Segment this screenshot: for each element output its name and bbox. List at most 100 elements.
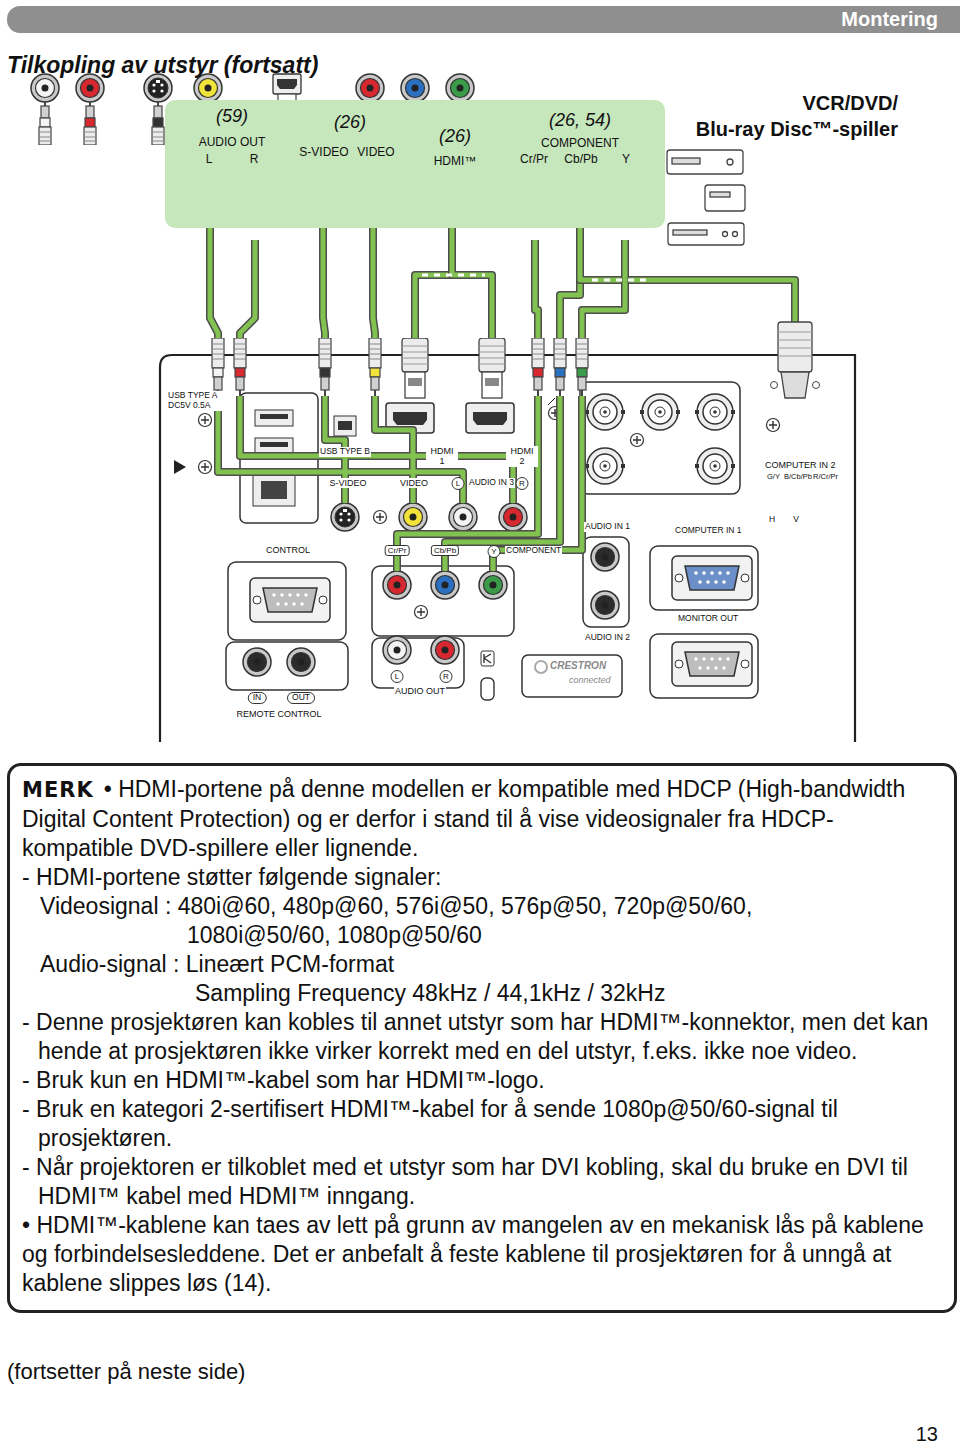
note-text: Audio-signal : Lineært PCM-format xyxy=(40,950,940,979)
cable-outline xyxy=(323,228,325,355)
page-number: 13 xyxy=(916,1423,938,1446)
cable xyxy=(323,228,325,355)
panel-label: AUDIO IN 2 xyxy=(584,633,631,643)
panel-label: Cb/Pb xyxy=(431,545,459,556)
inner-wires-part xyxy=(218,240,625,571)
port-label: VIDEO xyxy=(357,146,394,160)
ports-part xyxy=(481,651,494,666)
cable-outline xyxy=(452,228,492,355)
panel-label: connected xyxy=(569,675,611,685)
inner-wires-part-part xyxy=(240,240,255,345)
inner-wires-part-part xyxy=(582,240,625,345)
note-text: Videosignal : 480i@60, 480p@60, 576i@50,… xyxy=(40,892,840,950)
port-label: Y xyxy=(622,153,630,167)
split-dashes-part xyxy=(422,274,485,277)
ports-part xyxy=(585,394,625,430)
cable xyxy=(452,228,492,355)
ports-part xyxy=(415,606,428,619)
ports-part xyxy=(695,394,735,430)
av-devices-part xyxy=(723,232,728,237)
projector-panel xyxy=(160,355,855,742)
ports-part xyxy=(499,503,527,531)
projector-plugs-part xyxy=(554,338,566,396)
av-devices xyxy=(667,150,745,245)
projector-panel-part xyxy=(372,566,514,636)
ports-part xyxy=(484,654,491,663)
cable-outline xyxy=(373,228,375,355)
ports-part xyxy=(591,543,619,571)
projector-plugs-part xyxy=(781,372,809,398)
projector-panel-part xyxy=(583,537,629,627)
cable-outline xyxy=(415,228,452,355)
panel-label: H xyxy=(768,515,776,525)
source-connector-panel: (59)AUDIO OUTLR(26)S-VIDEOVIDEO(26)HDMI™… xyxy=(165,100,665,228)
port-label: (26) xyxy=(334,112,366,133)
panel-label: HDMI 2 xyxy=(506,446,538,467)
panel-label: AUDIO OUT xyxy=(394,686,446,696)
projector-rear-panel: USB TYPE A DC5V 0.5A USB TYPE B HDMI 1 HDMI… xyxy=(160,355,855,740)
av-devices-part xyxy=(672,158,700,164)
panel-label: S-VIDEO xyxy=(328,478,367,488)
note-text: - Denne prosjektøren kan kobles til anne… xyxy=(22,1008,940,1066)
ports-part xyxy=(199,461,212,474)
panel-label: HDMI 1 xyxy=(426,446,458,467)
ports-part xyxy=(585,448,625,484)
cable xyxy=(580,228,795,355)
inner-wires-part-part xyxy=(240,240,255,345)
ports-part xyxy=(535,661,547,673)
inner-wires-part xyxy=(218,240,625,571)
panel-label: USB TYPE A DC5V 0.5A xyxy=(167,391,229,411)
projector-plugs-part xyxy=(234,338,246,396)
av-devices-part xyxy=(673,230,707,235)
ports-part xyxy=(672,556,752,600)
av-devices-part xyxy=(727,159,733,165)
projector-plugs-part xyxy=(771,382,778,389)
ports-part xyxy=(672,642,752,686)
ports-part xyxy=(199,414,212,427)
panel-label: Y xyxy=(488,545,501,558)
projector-panel-part xyxy=(228,562,346,640)
ports-part xyxy=(374,511,387,524)
ports-part xyxy=(591,591,619,619)
ports xyxy=(174,394,780,700)
ports-part xyxy=(255,410,293,426)
continued-note: (fortsetter på neste side) xyxy=(7,1359,245,1384)
panel-label: Cr/Pr xyxy=(385,545,410,556)
device-label: Blu-ray Disc™-spiller xyxy=(696,118,898,141)
projector-plugs-part xyxy=(369,338,381,396)
ports-part xyxy=(631,434,644,447)
panel-label: AUDIO IN 3 xyxy=(468,478,515,488)
ports-part xyxy=(449,503,477,531)
ports-part xyxy=(260,442,288,447)
projector-plugs-part xyxy=(778,322,812,372)
ports-part xyxy=(431,571,459,599)
page-title: Tilkopling av utstyr (fortsatt) xyxy=(7,52,318,78)
ports-part xyxy=(334,416,356,436)
port-label: Cb/Pb xyxy=(564,153,597,167)
ports-part xyxy=(399,503,427,531)
ports-part xyxy=(287,648,315,676)
note-text: • HDMI™-kablene kan taes av lett på grun… xyxy=(22,1211,940,1298)
projector-plugs-part xyxy=(778,332,812,356)
panel-label: COMPUTER IN 2 xyxy=(764,460,837,470)
ports-part xyxy=(466,403,514,433)
panel-label: AUDIO IN 1 xyxy=(584,522,631,532)
inner-wires-part-part xyxy=(582,240,625,345)
port-label: (59) xyxy=(216,106,248,127)
projector-plugs-part xyxy=(319,338,331,396)
panel-label: USB TYPE B xyxy=(319,447,371,457)
inner-wires-part-part xyxy=(218,396,463,503)
inner-wires-part-part xyxy=(218,396,463,503)
note-text: - Når projektoren er tilkoblet med et ut… xyxy=(22,1153,940,1211)
projector-plugs xyxy=(212,322,820,398)
panel-label: VIDEO xyxy=(399,478,429,488)
ports-part xyxy=(479,571,507,599)
projector-panel-part xyxy=(650,546,758,610)
inner-wires xyxy=(218,240,625,571)
port-label: L xyxy=(206,153,213,167)
ports-part xyxy=(331,503,359,531)
projector-plugs-part xyxy=(813,382,820,389)
ports-part xyxy=(695,448,735,484)
ports-part xyxy=(383,571,411,599)
panel-label: COMPUTER IN 1 xyxy=(674,526,743,536)
